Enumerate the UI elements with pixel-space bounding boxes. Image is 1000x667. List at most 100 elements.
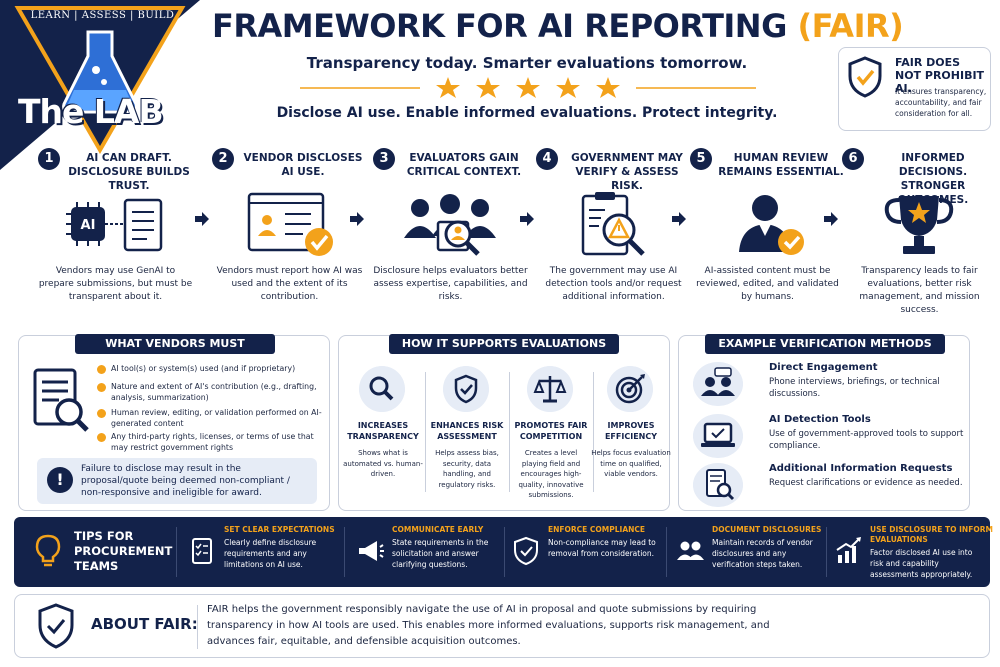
step-number: 2 <box>212 148 234 170</box>
evaluation-item: IMPROVES EFFICIENCY Helps focus evaluati… <box>591 366 671 511</box>
step-number: 6 <box>842 148 864 170</box>
tip-item: COMMUNICATE EARLY State requirements in … <box>354 525 509 581</box>
step-number: 3 <box>373 148 395 170</box>
divider <box>197 605 198 649</box>
svg-text:AI: AI <box>81 218 96 233</box>
tip-title: DOCUMENT DISCLOSURES <box>712 525 822 534</box>
tip-item: DOCUMENT DISCLOSURES Maintain records of… <box>674 525 829 581</box>
step-number: 1 <box>38 148 60 170</box>
star-icon <box>516 77 540 98</box>
evaluation-panel: HOW IT SUPPORTS EVALUATIONS INCREASES TR… <box>338 334 671 511</box>
verification-panel: EXAMPLE VERIFICATION METHODS Direct Enga… <box>678 334 970 511</box>
checklist-icon <box>192 538 212 564</box>
title-main: FRAMEWORK FOR AI REPORTING <box>212 7 798 45</box>
tip-text: State requirements in the solicitation a… <box>392 538 489 569</box>
growth-chart-icon <box>836 537 861 563</box>
about-label: ABOUT FAIR: <box>91 615 198 633</box>
star-icon <box>476 77 500 98</box>
check-bullet-icon <box>97 365 106 374</box>
star-icon <box>436 77 460 98</box>
check-bullet-icon <box>97 409 106 418</box>
tip-title: ENFORCE COMPLIANCE <box>548 525 646 534</box>
verification-title: AI Detection Tools <box>769 414 871 425</box>
arrow-right-icon <box>672 212 686 226</box>
step-description: Disclosure helps evaluators better asses… <box>373 266 528 302</box>
ai-chip-document-icon: AI <box>66 198 163 252</box>
star-icon <box>556 77 580 98</box>
fair-callout: FAIR DOES NOT PROHIBIT AI. It ensures tr… <box>838 47 991 131</box>
shield-check-icon <box>443 366 489 412</box>
person-check-icon <box>739 195 804 255</box>
arrow-right-icon <box>350 212 364 226</box>
tip-text: Factor disclosed AI use into risk and ca… <box>870 548 973 579</box>
disclosure-item: Any third-party rights, licenses, or ter… <box>97 432 323 453</box>
evaluation-title: ENHANCES RISK ASSESSMENT <box>430 421 504 441</box>
step-3: 3 EVALUATORS GAIN CRITICAL CONTEXT. Disc… <box>373 148 528 323</box>
logo-tagline: LEARN | ASSESS | BUILD <box>30 10 175 21</box>
tip-text: Maintain records of vendor disclosures a… <box>712 538 813 569</box>
scales-icon <box>527 366 573 412</box>
warning-text: Failure to disclose may result in the pr… <box>81 464 290 498</box>
divider <box>593 372 594 492</box>
disclosure-item-text: Nature and extent of AI's contribution (… <box>111 382 317 402</box>
shield-check-icon <box>38 603 74 649</box>
step-5: 5 HUMAN REVIEW REMAINS ESSENTIAL. AI-ass… <box>690 148 845 323</box>
evaluation-title: IMPROVES EFFICIENCY <box>604 421 658 441</box>
lightbulb-icon <box>35 534 61 567</box>
step-number: 4 <box>536 148 558 170</box>
verification-item: Additional Information Requests Request … <box>693 463 965 509</box>
evaluation-title: PROMOTES FAIR COMPETITION <box>514 421 588 441</box>
vendor-checklist-icon <box>247 192 333 256</box>
stars-divider <box>300 77 756 98</box>
tips-title: TIPS FOR PROCUREMENT TEAMS <box>74 529 173 573</box>
about-section: ABOUT FAIR: FAIR helps the government re… <box>14 594 990 658</box>
verification-title: Additional Information Requests <box>769 463 953 474</box>
verification-text: Use of government-approved tools to supp… <box>769 429 964 451</box>
verification-item: AI Detection Tools Use of government-app… <box>693 414 965 460</box>
shield-check-icon <box>848 56 882 98</box>
about-text: FAIR helps the government responsibly na… <box>207 604 770 647</box>
megaphone-icon <box>359 541 384 561</box>
people-chat-icon <box>693 362 743 406</box>
step-title: EVALUATORS GAIN CRITICAL CONTEXT. <box>406 152 522 178</box>
step-description: The government may use AI detection tool… <box>545 266 682 302</box>
step-4: 4 GOVERNMENT MAY VERIFY & ASSESS RISK. T… <box>536 148 691 323</box>
arrow-right-icon <box>824 212 838 226</box>
logo-name: The LAB <box>18 92 164 131</box>
divider <box>666 527 667 577</box>
panel-heading: EXAMPLE VERIFICATION METHODS <box>705 334 945 354</box>
tip-title: SET CLEAR EXPECTATIONS <box>224 525 335 534</box>
verification-text: Request clarifications or evidence as ne… <box>769 478 963 488</box>
divider <box>509 372 510 492</box>
evaluators-magnifier-icon <box>404 194 496 256</box>
exclamation-icon: ! <box>47 467 73 493</box>
step-description: Transparency leads to fair evaluations, … <box>859 266 980 315</box>
divider <box>176 527 177 577</box>
procurement-tips-bar: TIPS FOR PROCUREMENT TEAMS SET CLEAR EXP… <box>14 517 993 587</box>
evaluation-text: Helps assess bias, security, data handli… <box>435 449 499 489</box>
tip-text: Non-compliance may lead to removal from … <box>548 538 656 558</box>
disclosure-panel: WHAT VENDORS MUST DISCLOSE AI tool(s) or… <box>18 334 330 511</box>
step-title: GOVERNMENT MAY VERIFY & ASSESS RISK. <box>571 152 683 192</box>
disclosure-item-text: AI tool(s) or system(s) used (and if pro… <box>111 364 296 373</box>
check-bullet-icon <box>97 433 106 442</box>
tip-item: USE DISCLOSURE TO INFORM EVALUATIONS Fac… <box>832 525 993 581</box>
tip-title: COMMUNICATE EARLY <box>392 525 484 534</box>
disclosure-item: AI tool(s) or system(s) used (and if pro… <box>97 364 323 375</box>
evaluation-item: ENHANCES RISK ASSESSMENT Helps assess bi… <box>427 366 507 511</box>
tip-text: Clearly define disclosure requirements a… <box>224 538 317 569</box>
page-title: FRAMEWORK FOR AI REPORTING (FAIR) <box>212 7 904 45</box>
title-accent: (FAIR) <box>797 7 904 45</box>
arrow-right-icon <box>195 212 209 226</box>
step-2: 2 VENDOR DISCLOSES AI USE. Vendors must … <box>212 148 367 323</box>
disclosure-item-text: Human review, editing, or validation per… <box>111 408 322 428</box>
fair-callout-title: FAIR DOES NOT PROHIBIT AI. <box>895 56 985 95</box>
verification-item: Direct Engagement Phone interviews, brie… <box>693 362 965 408</box>
fair-callout-text: It ensures transparency, accountability,… <box>895 87 987 118</box>
people-icon <box>677 541 704 560</box>
target-icon <box>607 366 653 412</box>
step-description: Vendors may use GenAI to prepare submiss… <box>38 266 193 302</box>
verification-title: Direct Engagement <box>769 362 878 373</box>
clipboard-warning-icon <box>581 192 645 256</box>
evaluation-text: Creates a level playing field and encour… <box>518 449 584 499</box>
